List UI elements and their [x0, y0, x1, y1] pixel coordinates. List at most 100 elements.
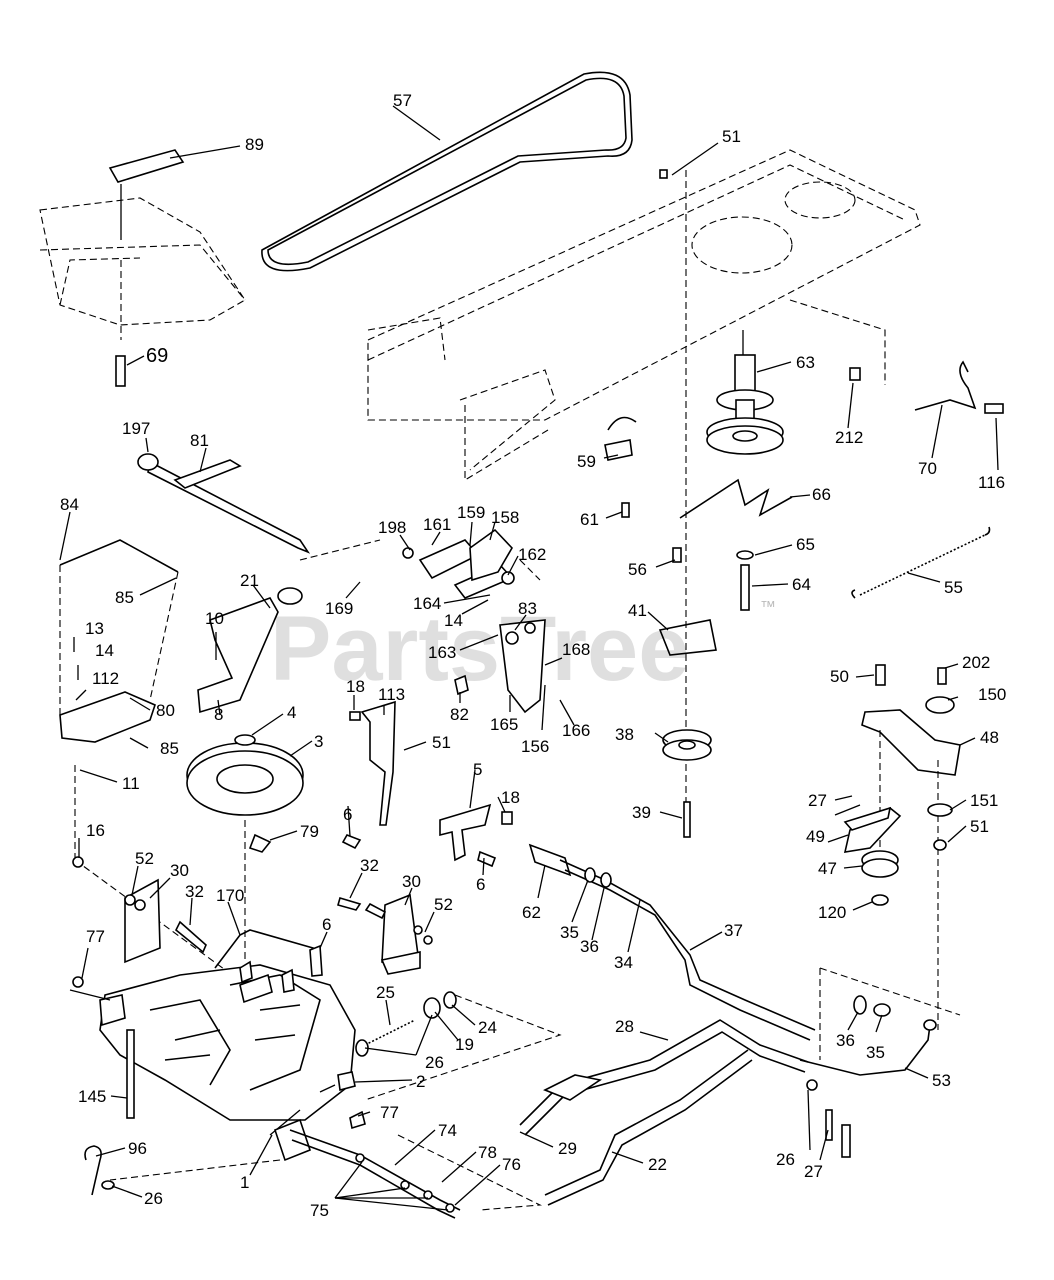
callout-168: 168: [562, 640, 590, 659]
callout-51: 51: [722, 127, 741, 146]
callout-77: 77: [86, 927, 105, 946]
spring-25: [364, 1019, 416, 1046]
callout-164: 164: [413, 594, 441, 613]
callout-77-b: 77: [380, 1103, 399, 1122]
callout-84: 84: [60, 495, 79, 514]
rod-53: [799, 1024, 931, 1076]
callout-66: 66: [812, 485, 831, 504]
callout-4: 4: [287, 703, 296, 722]
callout-41: 41: [628, 601, 647, 620]
callout-64: 64: [792, 575, 811, 594]
callout-170: 170: [216, 886, 244, 905]
leader-lines: [59, 105, 999, 1211]
callout-32-b: 32: [185, 882, 204, 901]
callout-57: 57: [393, 91, 412, 110]
pulley-38: [662, 729, 712, 838]
pedal-pad: [108, 149, 185, 183]
callout-113: 113: [378, 685, 405, 704]
callout-56: 56: [628, 560, 647, 579]
callout-53: 53: [932, 1071, 951, 1090]
callout-26-b: 26: [776, 1150, 795, 1169]
transaxle: [69, 960, 356, 1181]
callout-78: 78: [478, 1143, 497, 1162]
callout-11: 11: [122, 774, 140, 793]
bolt-69: [115, 355, 126, 387]
callout-27: 27: [808, 791, 827, 810]
callout-120: 120: [818, 903, 846, 922]
rod-22: [544, 1049, 753, 1206]
callout-52: 52: [135, 849, 154, 868]
callout-76: 76: [502, 1155, 521, 1174]
callout-28: 28: [615, 1017, 634, 1036]
callout-32: 32: [360, 856, 379, 875]
callout-80: 80: [156, 701, 175, 720]
callout-37: 37: [724, 921, 743, 940]
callout-38: 38: [615, 725, 634, 744]
rod-28: [519, 1019, 809, 1136]
callout-50: 50: [830, 667, 849, 686]
idler-bracket: [402, 528, 546, 714]
callout-89: 89: [245, 135, 264, 154]
watermark: PartsTree: [270, 598, 689, 700]
callout-25: 25: [376, 983, 395, 1002]
callout-85-b: 85: [160, 739, 179, 758]
callout-161: 161: [423, 515, 451, 534]
callout-13: 13: [85, 619, 104, 638]
bushing-197: [137, 453, 159, 471]
callout-22: 22: [648, 1155, 667, 1174]
callout-35: 35: [560, 923, 579, 942]
callout-62: 62: [522, 903, 541, 922]
fender-outline: [39, 197, 246, 326]
callout-70: 70: [918, 459, 937, 478]
callout-82: 82: [450, 705, 469, 724]
callout-51-b: 51: [432, 733, 451, 752]
watermark-trademark: ™: [760, 599, 776, 616]
callout-30-b: 30: [402, 872, 421, 891]
callout-36-b: 36: [836, 1031, 855, 1050]
spring-55: [859, 534, 986, 596]
callout-166: 166: [562, 721, 590, 740]
callout-14-b: 14: [95, 641, 114, 660]
callout-145: 145: [78, 1087, 106, 1106]
callout-5: 5: [473, 760, 482, 779]
callout-79: 79: [300, 822, 319, 841]
callout-162: 162: [518, 545, 546, 564]
callout-34: 34: [614, 953, 633, 972]
callout-18-b: 18: [501, 788, 520, 807]
callout-29: 29: [558, 1139, 577, 1158]
callout-2: 2: [416, 1072, 425, 1091]
bracket-41: [658, 619, 717, 656]
callout-212: 212: [835, 428, 863, 447]
callout-49: 49: [806, 827, 825, 846]
drive-belt: [261, 71, 633, 272]
callout-35-b: 35: [866, 1043, 885, 1062]
bracket-5: [439, 803, 492, 862]
callout-1: 1: [240, 1173, 249, 1192]
callout-3: 3: [314, 732, 323, 751]
callout-14: 14: [444, 611, 463, 630]
callout-197: 197: [122, 419, 150, 438]
callout-39: 39: [632, 803, 651, 822]
callout-202: 202: [962, 653, 990, 672]
callout-36: 36: [580, 937, 599, 956]
callout-63: 63: [796, 353, 815, 372]
callout-55: 55: [944, 578, 963, 597]
callout-30: 30: [170, 861, 189, 880]
callout-8: 8: [214, 705, 223, 724]
callout-169: 169: [325, 599, 353, 618]
callout-158: 158: [491, 508, 519, 527]
callout-156: 156: [521, 737, 549, 756]
callout-10: 10: [205, 609, 224, 628]
pulley-3: [186, 734, 304, 960]
callout-151: 151: [970, 791, 998, 810]
callout-47: 47: [818, 859, 837, 878]
drawing: [39, 71, 1004, 1219]
callout-18: 18: [346, 677, 365, 696]
callout-159: 159: [457, 503, 485, 522]
callout-labels: 57 89 51 69 63 212 70 116 197 81 59 66 8…: [60, 91, 1006, 1220]
callout-69: 69: [146, 345, 168, 367]
callout-51-c: 51: [970, 817, 989, 836]
clip-59: [604, 416, 637, 461]
callout-59: 59: [577, 452, 596, 471]
